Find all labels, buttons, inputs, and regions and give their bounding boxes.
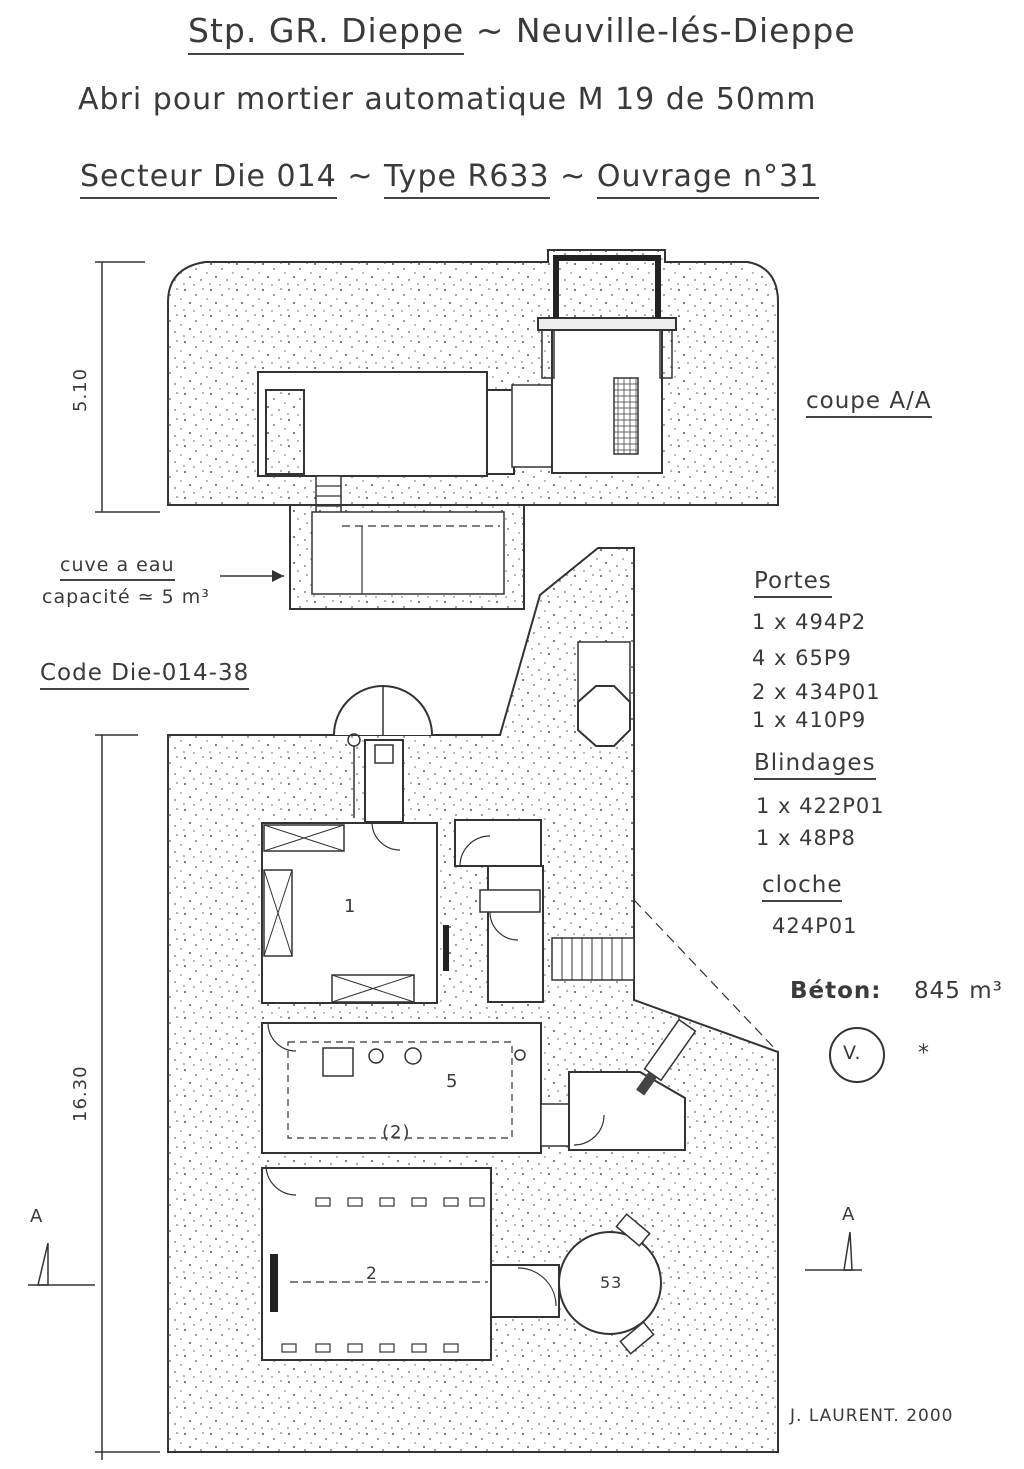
header-ouvrage: Ouvrage n°31 bbox=[596, 159, 820, 199]
room-2b-label: (2) bbox=[382, 1122, 411, 1143]
header-stp: Stp. GR. Dieppe bbox=[188, 11, 465, 55]
portes-title: Portes bbox=[754, 570, 832, 598]
cut-mark-right: A bbox=[842, 1204, 856, 1225]
header-secteur: Secteur Die 014 bbox=[80, 159, 337, 199]
plan-drawing-body bbox=[28, 547, 885, 1460]
plan-length: 16.30 bbox=[70, 1065, 91, 1122]
header-line1: Stp. GR. Dieppe ~ Neuville-lés-Dieppe bbox=[188, 11, 856, 55]
blindages-item-1: 1 x 422P01 bbox=[756, 794, 885, 818]
header-type: Type R633 bbox=[384, 159, 550, 199]
tank-label-1-text: cuve a eau bbox=[60, 554, 175, 581]
beton-label: Béton: bbox=[790, 978, 882, 1004]
v-mark: V. bbox=[843, 1042, 862, 1064]
beton-value: 845 m³ bbox=[914, 978, 1003, 1004]
tank-label-2: capacité ≃ 5 m³ bbox=[42, 586, 210, 608]
cloche-title: cloche bbox=[762, 874, 843, 902]
section-title: coupe A/A bbox=[806, 390, 932, 418]
header-sep2: ~ bbox=[560, 159, 587, 194]
portes-item-1: 1 x 494P2 bbox=[752, 610, 867, 634]
portes-item-4: 1 x 410P9 bbox=[752, 708, 867, 732]
room-53-label: 53 bbox=[600, 1273, 623, 1292]
author: J. LAURENT. 2000 bbox=[790, 1406, 954, 1426]
portes-item-2: 4 x 65P9 bbox=[752, 646, 852, 670]
tank-label-1: cuve a eau bbox=[60, 554, 175, 581]
blindages-item-2: 1 x 48P8 bbox=[756, 826, 856, 850]
header-line2: Abri pour mortier automatique M 19 de 50… bbox=[78, 82, 817, 117]
room-5-label: 5 bbox=[446, 1071, 459, 1092]
section-height: 5.10 bbox=[70, 367, 91, 412]
header-line3: Secteur Die 014 ~ Type R633 ~ Ouvrage n°… bbox=[80, 159, 820, 199]
portes-item-3: 2 x 434P01 bbox=[752, 680, 881, 704]
plan-code: Code Die-014-38 bbox=[40, 662, 250, 690]
star-mark: * bbox=[918, 1041, 930, 1066]
section-drawing bbox=[95, 249, 779, 610]
cut-mark-left: A bbox=[30, 1206, 44, 1227]
room-1-label: 1 bbox=[344, 896, 357, 917]
header-sep1: ~ bbox=[347, 159, 374, 194]
header-neuville: ~ Neuville-lés-Dieppe bbox=[475, 11, 856, 50]
room-2-label: 2 bbox=[366, 1264, 378, 1284]
blindages-title: Blindages bbox=[754, 752, 876, 780]
cloche-value: 424P01 bbox=[772, 914, 858, 938]
